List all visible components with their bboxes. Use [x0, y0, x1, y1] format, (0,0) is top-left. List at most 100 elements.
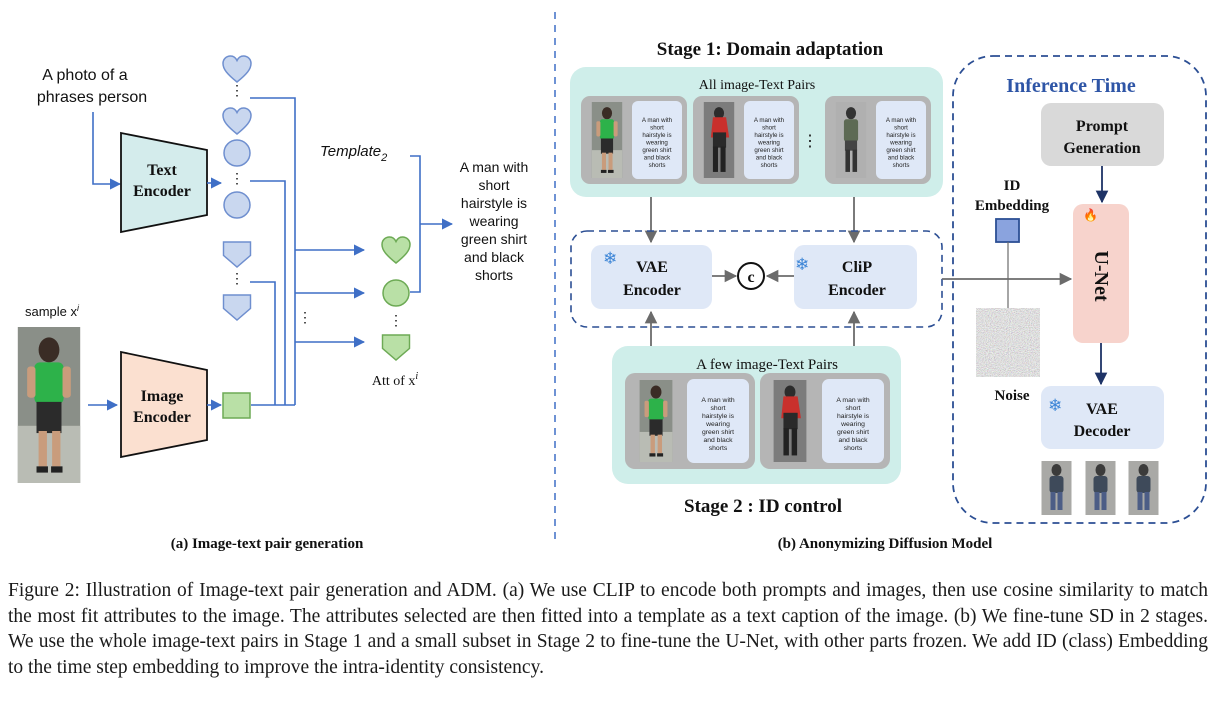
clip-encoder-freeze-icon: ❄ — [795, 255, 809, 274]
svg-text:shorts: shorts — [844, 445, 863, 452]
vae-encoder-block — [591, 245, 712, 309]
stage2-title: Stage 2 : ID control — [684, 496, 842, 517]
svg-text:wearing: wearing — [840, 421, 865, 428]
pentagon-embedding-1 — [222, 241, 252, 268]
circle-embedding-1 — [223, 139, 251, 167]
svg-text:A man with: A man with — [701, 397, 734, 404]
prompt-text-line1: A photo of a — [42, 67, 128, 84]
few-pairs-label: A few image-Text Pairs — [696, 357, 838, 373]
all-pairs-label: All image-Text Pairs — [699, 78, 815, 93]
prompt-arrow — [92, 112, 122, 190]
svg-text:⋮: ⋮ — [298, 311, 312, 326]
svg-text:and black: and black — [838, 437, 868, 444]
clip-encoder-label-line2: Encoder — [828, 282, 886, 299]
panel-b: Stage 1: Domain adaptation All image-Tex… — [570, 39, 1207, 552]
svg-text:hairstyle is: hairstyle is — [754, 132, 783, 139]
unet-trainable-flame-icon: 🔥 — [1083, 208, 1098, 222]
svg-text:⋮: ⋮ — [230, 84, 244, 99]
vae-decoder-block — [1041, 386, 1164, 449]
output-caption-line: shorts — [475, 267, 513, 283]
text-encoder-label-line1: Text — [147, 162, 177, 179]
svg-text:⋮: ⋮ — [389, 314, 403, 329]
attribute-embeddings — [222, 55, 252, 321]
svg-text:green shirt: green shirt — [642, 147, 672, 154]
svg-text:⋮: ⋮ — [230, 272, 244, 287]
image-encoder-label-line1: Image — [141, 388, 184, 405]
svg-text:hairstyle is: hairstyle is — [702, 413, 735, 420]
stage1-pair-2 — [693, 96, 799, 184]
svg-text:and black: and black — [756, 155, 783, 162]
svg-text:wearing: wearing — [889, 140, 912, 147]
output-caption-line: A man with — [460, 159, 528, 175]
svg-text:green shirt: green shirt — [754, 147, 784, 154]
inference-title: Inference Time — [1006, 75, 1136, 97]
svg-text:green shirt: green shirt — [886, 147, 916, 154]
generated-person-3 — [1128, 461, 1159, 515]
prompt-text-line2: phrases person — [37, 89, 147, 106]
svg-text:A man with: A man with — [754, 117, 785, 124]
image-encoder-label-line2: Encoder — [133, 409, 191, 426]
att-label: Att of xi — [372, 371, 419, 389]
svg-text:shorts: shorts — [761, 162, 778, 169]
selected-circle — [382, 279, 410, 307]
selected-pentagon — [381, 334, 411, 361]
stage2-pair-2 — [760, 373, 890, 469]
stage1-pair-texts: A man with short hairstyle is wearing gr… — [642, 117, 917, 169]
concat-node — [737, 262, 765, 290]
selected-heart — [381, 236, 411, 264]
generated-person-2 — [1085, 461, 1116, 515]
id-embedding-label-line2: Embedding — [975, 198, 1050, 214]
frozen-encoders-frame — [570, 230, 943, 328]
matching-wires — [250, 97, 366, 406]
svg-text:shorts: shorts — [709, 445, 728, 452]
prompt-generation-label-line2: Generation — [1063, 140, 1140, 157]
id-embedding-label-line1: ID — [1004, 178, 1021, 194]
svg-text:short: short — [845, 405, 860, 412]
svg-text:hairstyle is: hairstyle is — [837, 413, 870, 420]
svg-text:shorts: shorts — [649, 162, 666, 169]
svg-text:short: short — [650, 125, 664, 132]
figure-caption: Figure 2: Illustration of Image-text pai… — [8, 580, 1208, 678]
svg-text:wearing: wearing — [645, 140, 668, 147]
stage2-pair-1 — [625, 373, 755, 469]
vae-encoder-label-line1: VAE — [636, 259, 668, 276]
prompt-generation-label-line1: Prompt — [1076, 118, 1129, 135]
vae-encoder-label-line2: Encoder — [623, 282, 681, 299]
image-embedding-square — [222, 392, 251, 419]
svg-text:hairstyle is: hairstyle is — [642, 132, 671, 139]
generated-person-1 — [1041, 461, 1072, 515]
vae-encoder-freeze-icon: ❄ — [603, 249, 617, 268]
prompt-generation-block — [1041, 103, 1164, 166]
vae-decoder-freeze-icon: ❄ — [1048, 396, 1062, 415]
panel-a: A photo of a phrases person Text Encoder… — [17, 55, 528, 552]
template-bracket — [410, 155, 421, 293]
noise-label: Noise — [995, 388, 1030, 404]
image-encoder-block — [120, 350, 208, 459]
subcaption-a: (a) Image-text pair generation — [171, 536, 364, 552]
circle-embedding-2 — [223, 191, 251, 219]
output-caption-line: and black — [464, 249, 525, 265]
unet-label: U-Net — [1090, 250, 1112, 301]
svg-text:wearing: wearing — [757, 140, 780, 147]
noise-image — [976, 308, 1040, 377]
id-embedding-square — [995, 218, 1020, 243]
template-label: Template2 — [320, 143, 387, 164]
stage1-pair-3 — [825, 96, 931, 184]
svg-text:green shirt: green shirt — [837, 429, 869, 436]
inference-frame — [952, 55, 1207, 524]
svg-text:wearing: wearing — [705, 421, 730, 428]
stage1-pair-1 — [581, 96, 687, 184]
svg-text:A man with: A man with — [836, 397, 869, 404]
embedding-ellipses: ⋮ ⋮ ⋮ ⋮ ⋮ — [230, 84, 403, 329]
output-caption: A man with short hairstyle is wearing gr… — [460, 159, 528, 283]
subcaption-b: (b) Anonymizing Diffusion Model — [778, 536, 993, 552]
sample-person-image — [17, 327, 81, 483]
text-encoder-label-line2: Encoder — [133, 183, 191, 200]
text-encoder-block — [120, 131, 208, 234]
vae-decoder-label-line1: VAE — [1086, 401, 1118, 418]
heart-embedding-2 — [222, 107, 252, 135]
output-caption-line: hairstyle is — [461, 195, 527, 211]
svg-text:short: short — [894, 125, 908, 132]
sample-label: sample xi — [25, 303, 80, 319]
